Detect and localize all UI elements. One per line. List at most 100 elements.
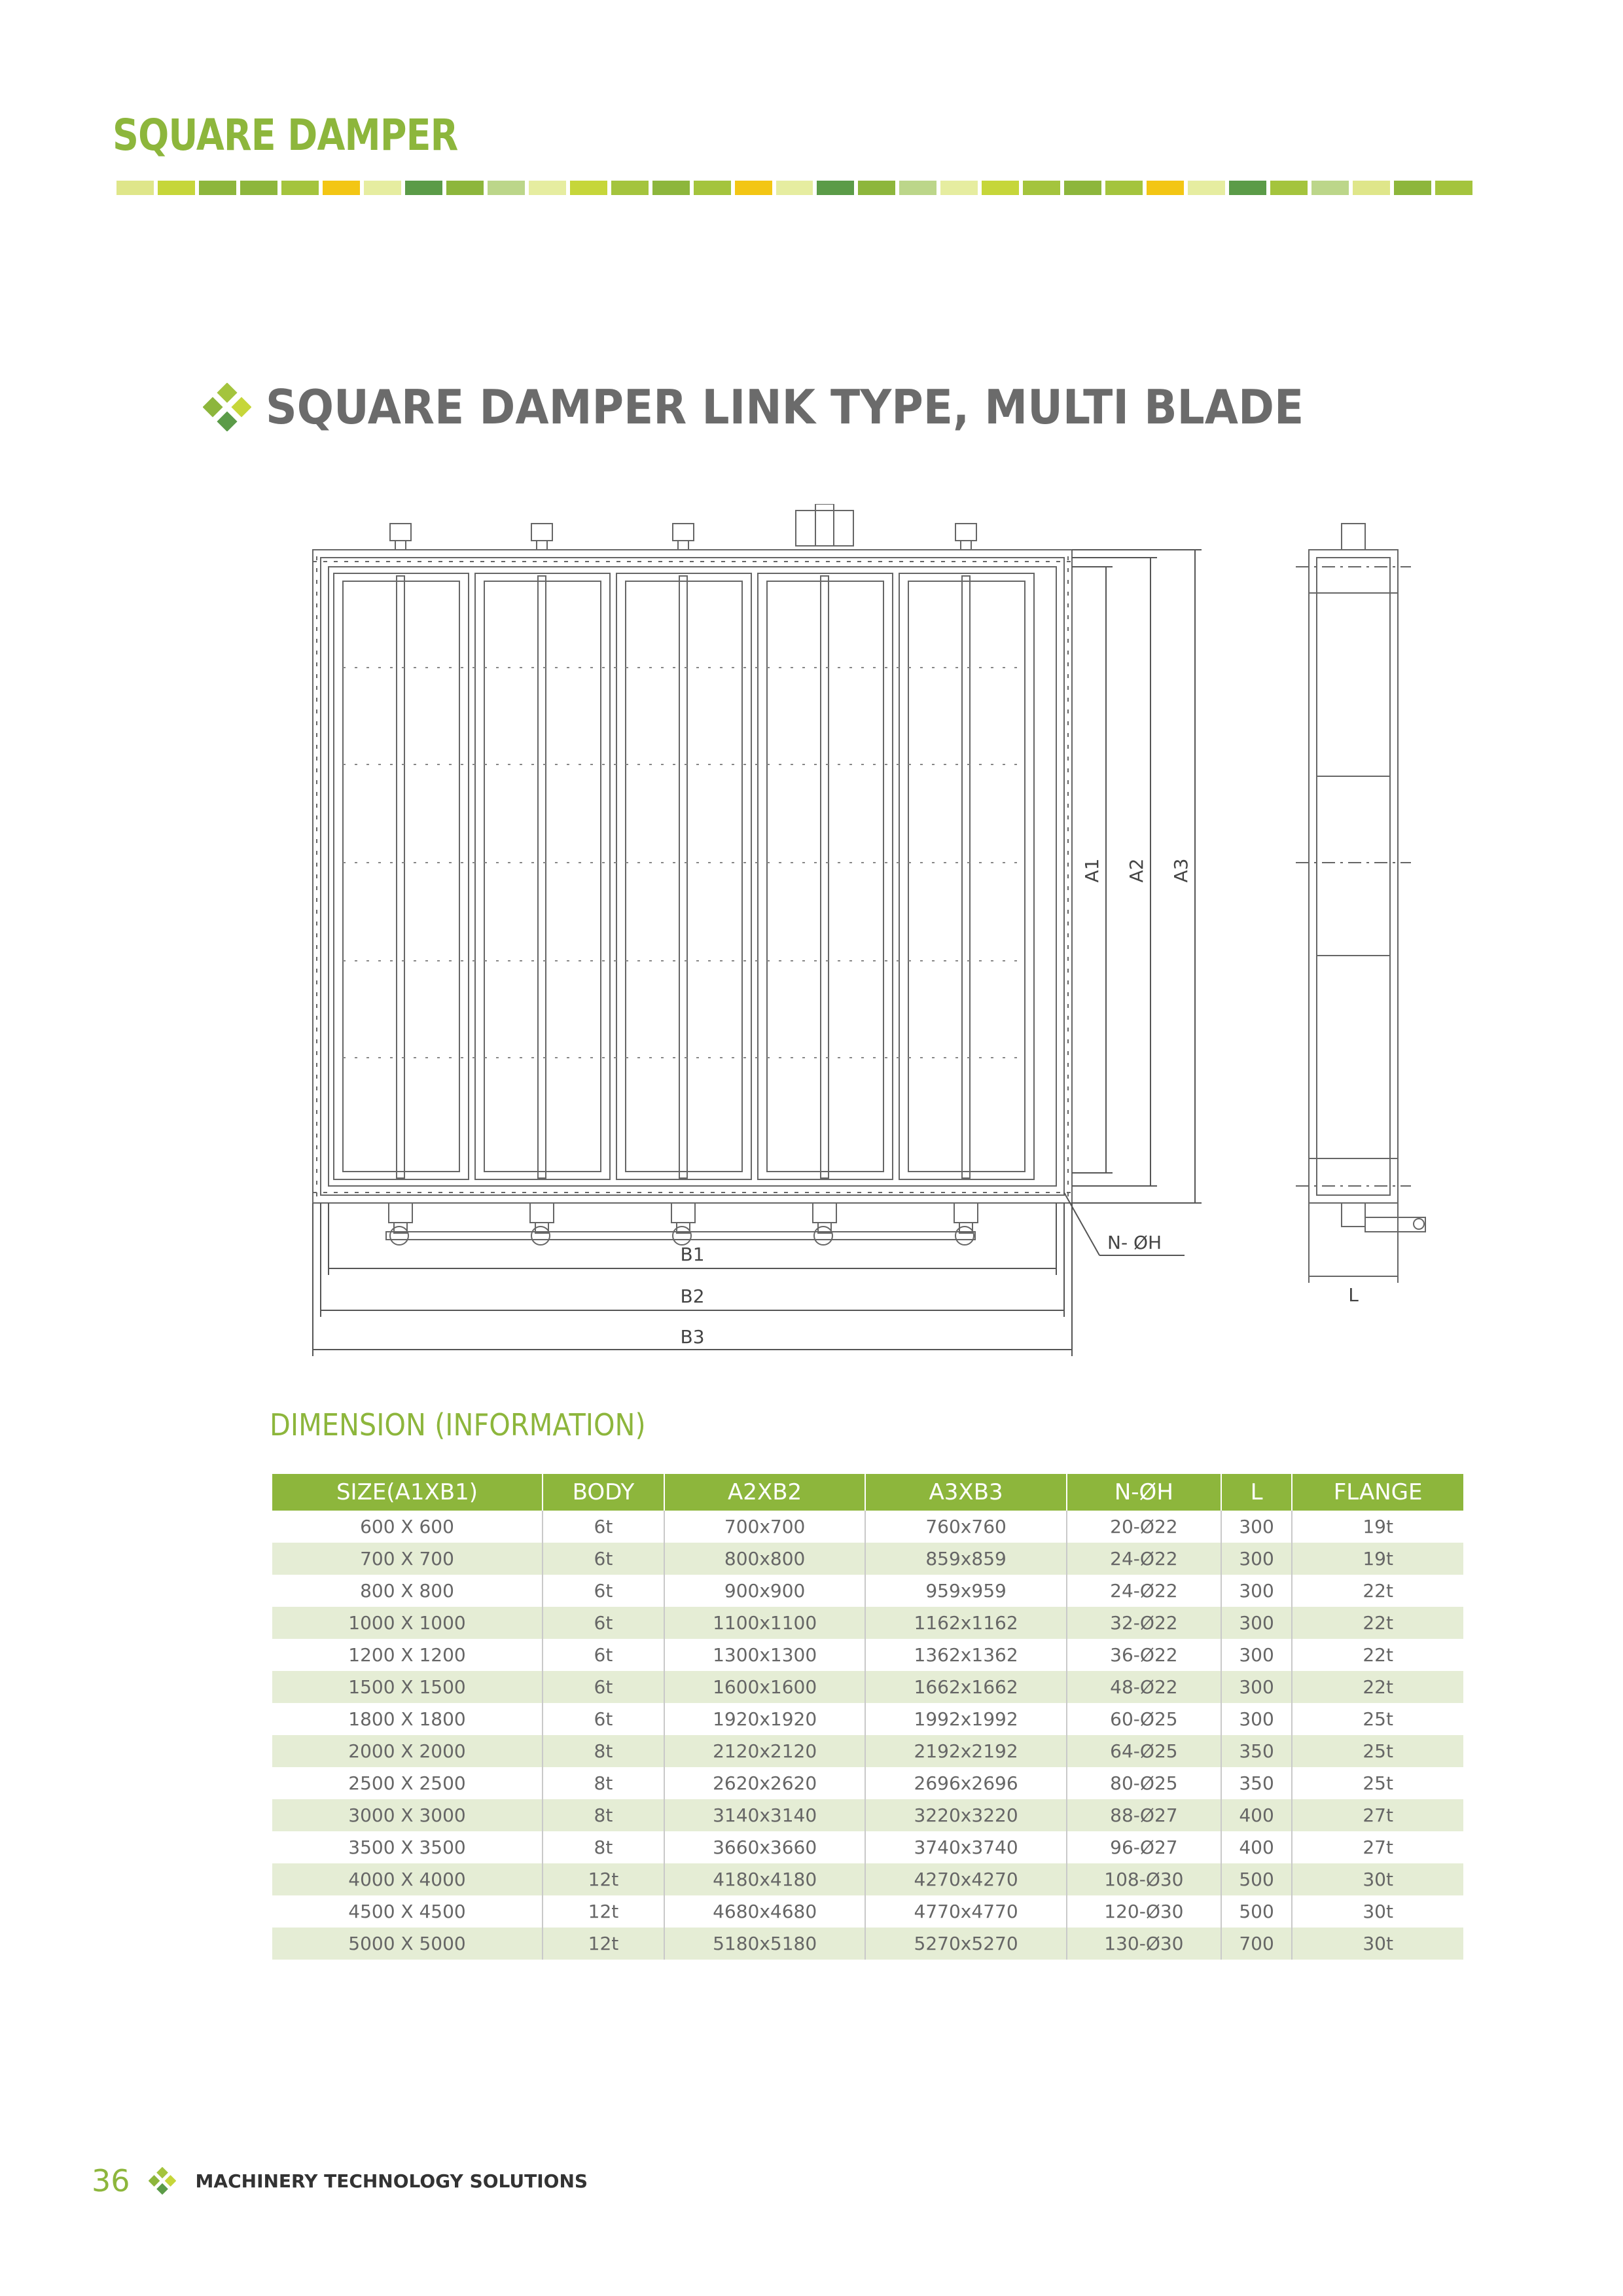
table-cell: 12t (543, 1895, 665, 1928)
table-cell: 8t (543, 1831, 665, 1863)
column-header: N-ØH (1066, 1474, 1222, 1511)
stripe-block (1188, 181, 1226, 195)
table-cell: 300 (1221, 1543, 1293, 1575)
stripe-block (982, 181, 1020, 195)
table-cell: 700 X 700 (272, 1543, 543, 1575)
table-cell: 96-Ø27 (1066, 1831, 1222, 1863)
table-cell: 1000 X 1000 (272, 1607, 543, 1639)
table-cell: 30t (1292, 1863, 1463, 1895)
table-cell: 6t (543, 1511, 665, 1543)
table-cell: 22t (1292, 1607, 1463, 1639)
stripe-block (611, 181, 649, 195)
table-cell: 300 (1221, 1703, 1293, 1735)
table-cell: 6t (543, 1671, 665, 1703)
table-cell: 1662x1662 (865, 1671, 1067, 1703)
stripe-block (1394, 181, 1431, 195)
table-cell: 1500 X 1500 (272, 1671, 543, 1703)
table-cell: 350 (1221, 1735, 1293, 1767)
table-cell: 1300x1300 (664, 1639, 866, 1671)
table-cell: 120-Ø30 (1066, 1895, 1222, 1928)
stripe-block (1311, 181, 1349, 195)
section-title: SQUARE DAMPER LINK TYPE, MULTI BLADE (266, 380, 1304, 435)
label-a2: A2 (1126, 859, 1147, 883)
table-cell: 800 X 800 (272, 1575, 543, 1607)
stripe-block (363, 181, 401, 195)
table-cell: 4180x4180 (664, 1863, 866, 1895)
page-number: 36 (92, 2163, 130, 2198)
table-cell: 500 (1221, 1863, 1293, 1895)
table-cell: 64-Ø25 (1066, 1735, 1222, 1767)
table-cell: 3140x3140 (664, 1799, 866, 1831)
stripe-block (487, 181, 525, 195)
table-cell: 108-Ø30 (1066, 1863, 1222, 1895)
stripe-block (528, 181, 566, 195)
table-cell: 20-Ø22 (1066, 1511, 1222, 1543)
table-cell: 25t (1363, 1772, 1393, 1794)
stripe-block (281, 181, 319, 195)
label-holes: N- ØH (1107, 1232, 1162, 1253)
table-cell: 2620x2620 (664, 1767, 866, 1799)
table-cell: 3220x3220 (865, 1799, 1067, 1831)
table-cell: 6t (543, 1703, 665, 1735)
table-cell: 4500 X 4500 (272, 1895, 543, 1928)
table-cell: 760x760 (865, 1511, 1067, 1543)
table-cell: 700 (1221, 1928, 1293, 1960)
stripe-block (198, 181, 236, 195)
table-cell: 350 (1221, 1767, 1293, 1799)
page-footer: 36 MACHINERY TECHNOLOGY SOLUTIONS (92, 2163, 588, 2198)
table-cell: 19t (1363, 1516, 1393, 1537)
diamond-cluster-icon (148, 2167, 176, 2195)
table-cell: 6t (543, 1575, 665, 1607)
stripe-block (858, 181, 896, 195)
stripe-block (1353, 181, 1391, 195)
table-cell: 1162x1162 (865, 1607, 1067, 1639)
column-header: L (1221, 1474, 1293, 1511)
stripe-block (1229, 181, 1267, 195)
column-header: FLANGE (1292, 1474, 1463, 1511)
stripe-block (1270, 181, 1308, 195)
table-cell: 1200 X 1200 (272, 1639, 543, 1671)
table-cell: 8t (543, 1735, 665, 1767)
table-cell: 5180x5180 (664, 1928, 866, 1960)
table-cell: 24-Ø22 (1066, 1543, 1222, 1575)
table-cell: 25t (1292, 1735, 1463, 1767)
table-cell: 2696x2696 (865, 1767, 1067, 1799)
stripe-block (569, 181, 607, 195)
table-cell: 3500 X 3500 (272, 1831, 543, 1863)
table-cell: 1992x1992 (865, 1703, 1067, 1735)
table-cell: 4000 X 4000 (272, 1863, 543, 1895)
label-b1: B1 (680, 1244, 704, 1265)
dimension-title: DIMENSION (INFORMATION) (270, 1407, 646, 1443)
table-cell: 8t (543, 1799, 665, 1831)
table-cell: 2500 X 2500 (272, 1767, 543, 1799)
label-b3: B3 (680, 1326, 704, 1348)
table-cell: 300 (1221, 1671, 1293, 1703)
table-cell: 32-Ø22 (1066, 1607, 1222, 1639)
table-cell: 1100x1100 (664, 1607, 866, 1639)
page-title: SQUARE DAMPER (113, 110, 458, 160)
table-cell: 60-Ø25 (1066, 1703, 1222, 1735)
table-cell: 22t (1363, 1644, 1393, 1666)
stripe-block (446, 181, 484, 195)
stripe-block (734, 181, 772, 195)
table-cell: 1800 X 1800 (272, 1703, 543, 1735)
label-a3: A3 (1170, 859, 1192, 883)
table-cell: 3660x3660 (664, 1831, 866, 1863)
table-cell: 24-Ø22 (1066, 1575, 1222, 1607)
stripe-block (899, 181, 937, 195)
table-cell: 900x900 (664, 1575, 866, 1607)
table-cell: 22t (1363, 1580, 1393, 1602)
stripe-block (240, 181, 277, 195)
table-cell: 500 (1221, 1895, 1293, 1928)
blade-panels (333, 573, 1035, 1180)
